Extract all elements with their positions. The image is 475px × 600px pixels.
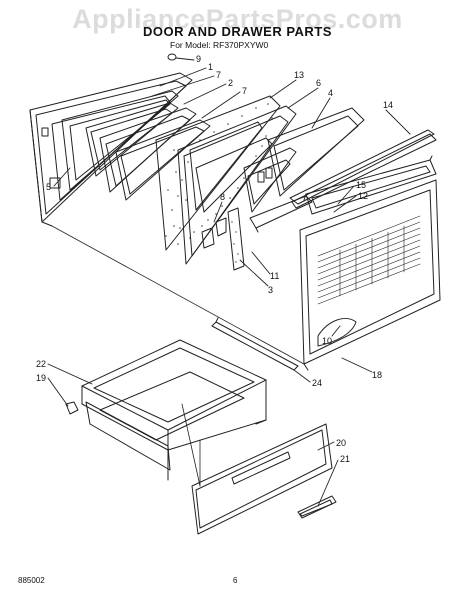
callout-21: 21 [340, 454, 350, 464]
callout-22: 22 [36, 359, 46, 369]
drawer-stop-clip [65, 401, 79, 415]
door-side-strip [227, 207, 245, 271]
drawer-rail [211, 317, 299, 371]
model-subtitle: For Model: RF370PXYW0 [170, 40, 269, 50]
drawer-front-panel [191, 423, 333, 535]
callout-15: 15 [356, 180, 366, 190]
door-frame-side [243, 147, 297, 213]
callout-9: 9 [196, 54, 201, 64]
window-pack [99, 107, 197, 193]
diagram-title: DOOR AND DRAWER PARTS [143, 24, 332, 39]
callout-labels: 9 1 7 2 7 13 6 4 14 5 15 12 8 11 3 10 18… [36, 54, 393, 464]
callout-14: 14 [383, 100, 393, 110]
inner-window-frame [61, 90, 179, 191]
door-handle [303, 155, 437, 215]
callout-10: 10 [322, 336, 332, 346]
callout-4: 4 [328, 88, 333, 98]
drawer-handle-insert [297, 495, 337, 519]
callout-11: 11 [270, 271, 279, 281]
callout-19: 19 [36, 373, 46, 383]
door-inner-panel [177, 105, 297, 265]
outer-glass [267, 107, 365, 197]
callout-13: 13 [294, 70, 304, 80]
callout-20: 20 [336, 438, 346, 448]
watermark-logo: AppliancePartsPros.com [72, 4, 403, 34]
outer-door-panel [299, 179, 441, 371]
door-insulation [155, 95, 281, 251]
callout-7: 7 [216, 70, 221, 80]
page-number: 6 [233, 576, 238, 585]
callout-18: 18 [372, 370, 382, 380]
callout-8: 8 [220, 192, 225, 202]
door-top-trim [289, 129, 437, 209]
drawer-body [81, 339, 267, 481]
callout-5: 5 [46, 182, 51, 192]
callout-7: 7 [242, 86, 247, 96]
callout-6: 6 [316, 78, 321, 88]
inner-door-liner [29, 72, 193, 227]
glass-panel-middle [115, 119, 211, 201]
callout-3: 3 [268, 285, 273, 295]
callout-24: 24 [312, 378, 322, 388]
callout-2: 2 [228, 78, 233, 88]
small-part-icon [167, 53, 177, 61]
callout-12: 12 [358, 191, 368, 201]
diagram-code: 885002 [18, 576, 45, 585]
door-bottom-bracket [249, 195, 313, 233]
callout-1: 1 [208, 62, 213, 72]
